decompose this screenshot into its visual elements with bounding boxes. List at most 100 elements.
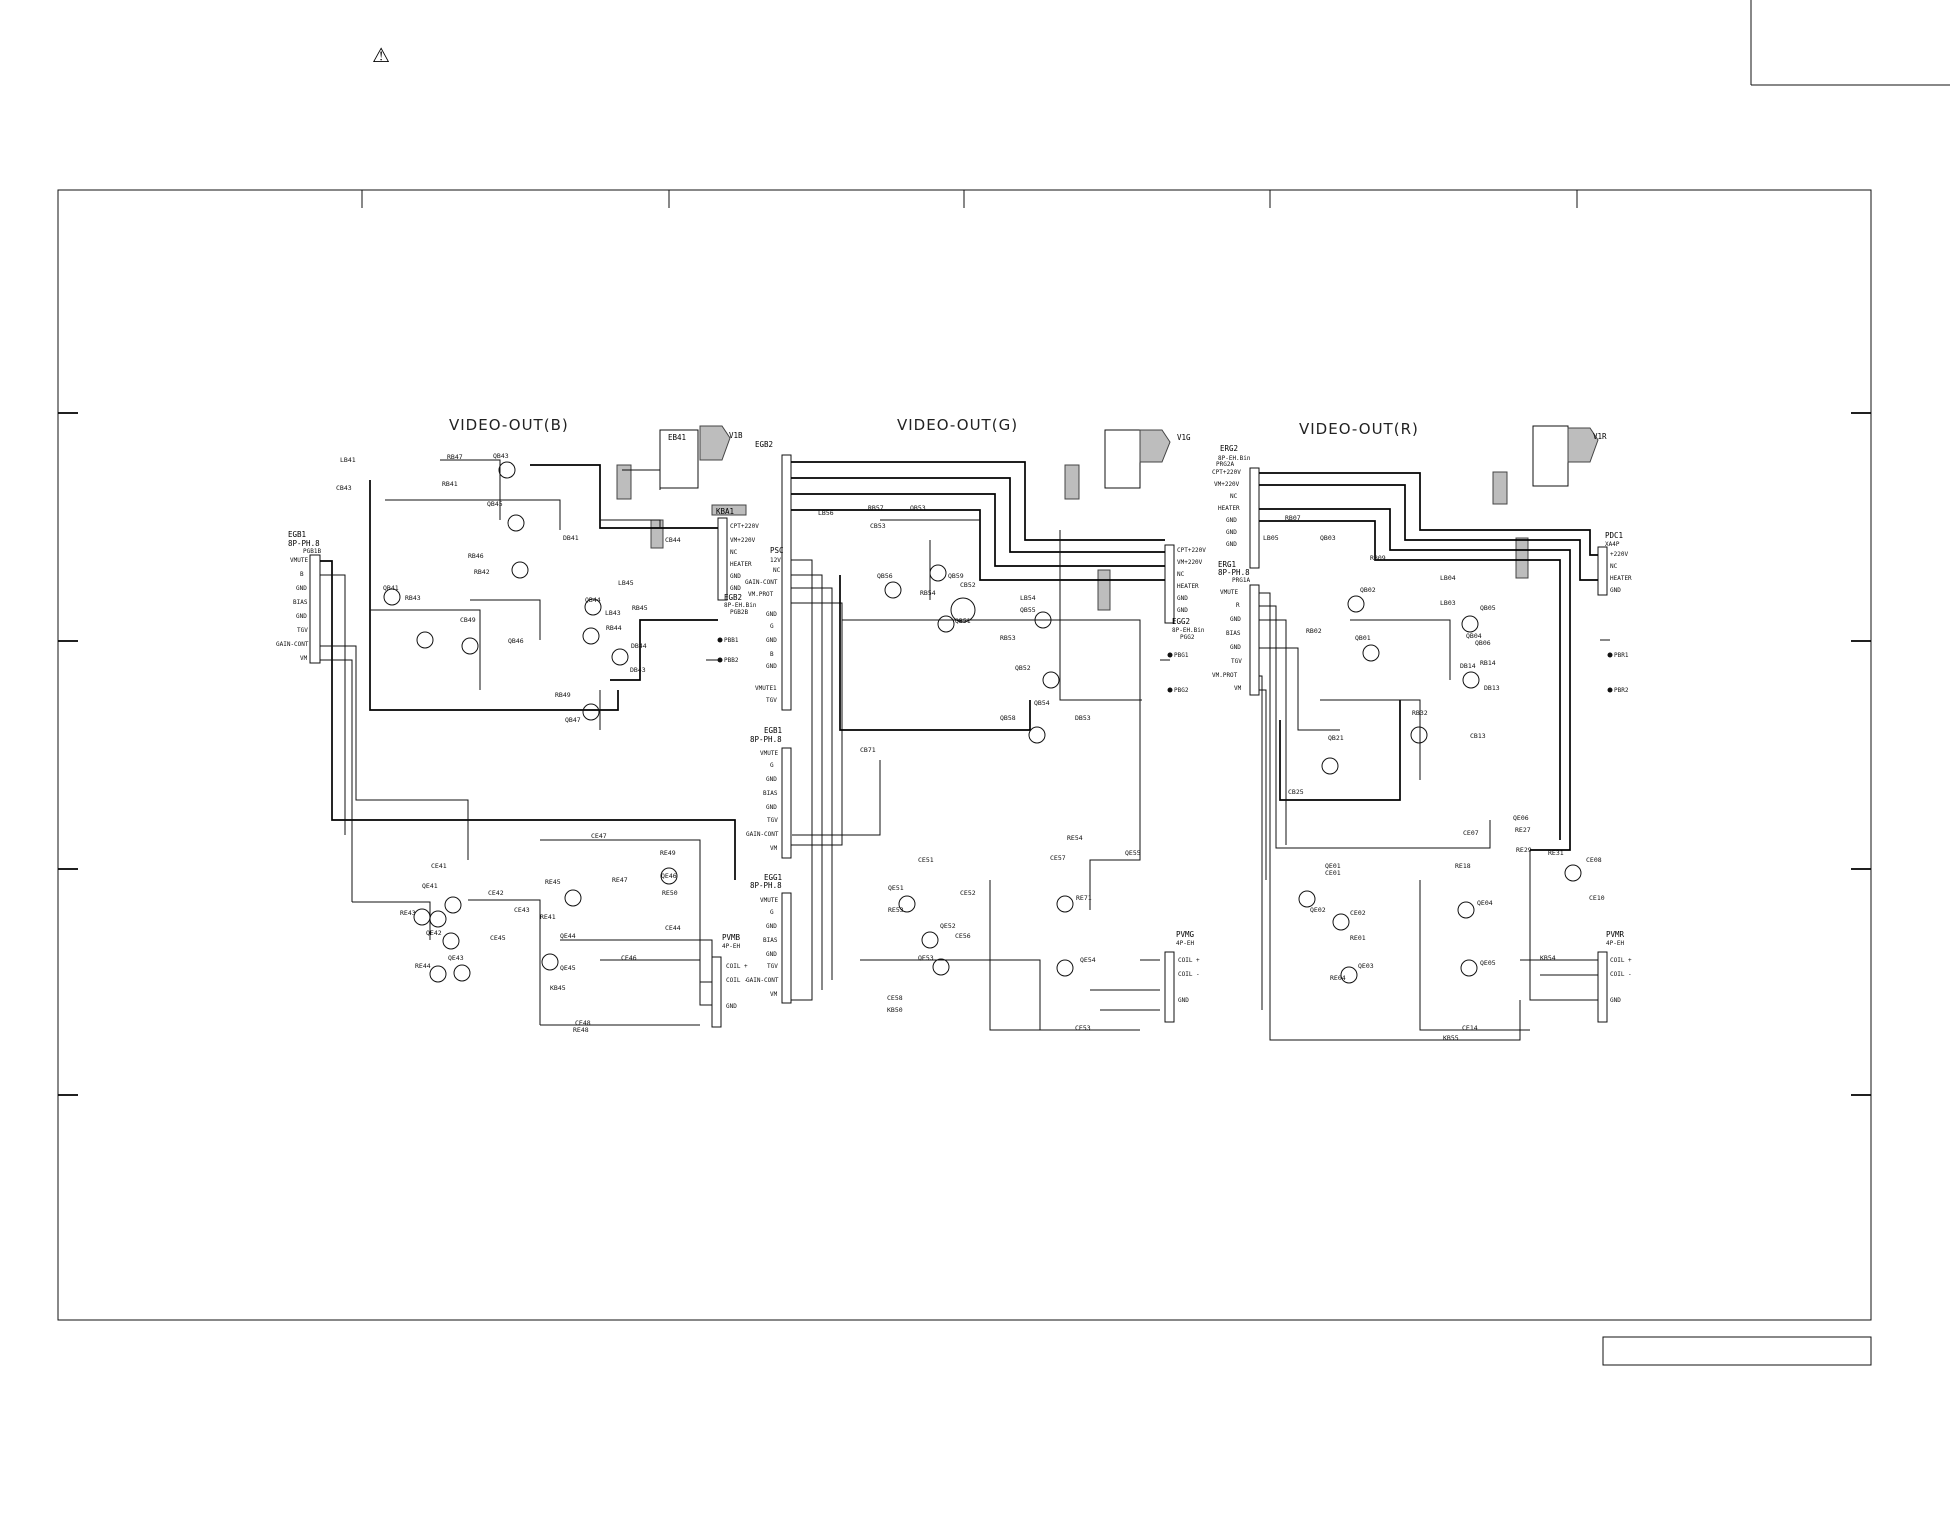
pin-label: VMUTE (290, 557, 308, 564)
svg-text:CE52: CE52 (960, 889, 976, 897)
pin-label: GAIN-CONT (746, 831, 779, 838)
svg-text:CE08: CE08 (1586, 856, 1602, 864)
connector-ref-erg2: ERG2 (1220, 444, 1238, 453)
connector-body-egb2-b (717, 517, 728, 601)
svg-text:QB56: QB56 (877, 572, 893, 580)
connector-ref-erg1: ERG1 (1218, 560, 1236, 569)
spark-gap-b2 (650, 519, 664, 549)
socket-v1g (1104, 429, 1141, 489)
svg-text:CE02: CE02 (1350, 909, 1366, 917)
connector-ref-egg2: EGG2 (1172, 617, 1190, 626)
svg-text:QE41: QE41 (422, 882, 438, 890)
connector-type-egb2-b: 8P-EH.Bin (724, 602, 757, 609)
pin-label: CPT+220V (730, 523, 759, 530)
svg-text:QB04: QB04 (1466, 632, 1482, 640)
pin-label: HEATER (1610, 575, 1632, 582)
pin-label: GND (1226, 541, 1237, 548)
svg-text:RE27: RE27 (1515, 826, 1531, 834)
section-r: ERG2 8P-EH.Bin PRG2A CPT+220V VM+220V NC… (1212, 425, 1632, 1042)
pin-label: GAIN-CONT (746, 977, 779, 984)
connector-type-erg1: 8P-PH.8 (1218, 568, 1250, 577)
svg-text:CE57: CE57 (1050, 854, 1066, 862)
svg-text:QB47: QB47 (565, 716, 581, 724)
svg-text:RE18: RE18 (1455, 862, 1471, 870)
pin-label: GND (766, 776, 777, 783)
connector-body-pvmg (1164, 951, 1175, 1023)
test-point-pbg2 (1167, 687, 1173, 693)
pin-label: BIAS (293, 599, 308, 606)
svg-text:QB53: QB53 (910, 504, 926, 512)
pin-label: VM (770, 845, 778, 852)
pin-label: GND (1226, 517, 1237, 524)
warning-icon: ⚠ (372, 43, 390, 67)
svg-text:CB43: CB43 (336, 484, 352, 492)
svg-text:RE44: RE44 (415, 962, 431, 970)
pin-label: COIL + (726, 963, 748, 970)
connector-body-egg1 (781, 892, 792, 1004)
svg-text:RB46: RB46 (468, 552, 484, 560)
spark-gap-g2 (1097, 569, 1111, 611)
svg-text:LB45: LB45 (618, 579, 634, 587)
pin-label: VMUTE (760, 897, 778, 904)
pin-label: +220V (1610, 551, 1628, 558)
connector-ref-egg1: EGG1 (764, 873, 782, 882)
pin-label: VM (770, 991, 778, 998)
kba1-tag (711, 504, 747, 516)
connector-type-egg1: 8P-PH.8 (750, 881, 782, 890)
section-title-g: VIDEO-OUT(G) (897, 416, 1018, 434)
svg-text:KB50: KB50 (887, 1006, 903, 1014)
label-v1g: V1G (1177, 433, 1191, 442)
svg-text:QB51: QB51 (955, 617, 971, 625)
connector-body-psc (781, 454, 792, 711)
pin-label: CPT+220V (1177, 547, 1206, 554)
connector-ref-egb2-g: EGB2 (755, 440, 773, 449)
svg-text:LB05: LB05 (1263, 534, 1279, 542)
psc-pin: G (770, 623, 774, 630)
connector-body-erg1 (1249, 584, 1260, 696)
svg-text:QE45: QE45 (560, 964, 576, 972)
pin-label: GND (296, 613, 307, 620)
spark-gap-r2 (1515, 537, 1529, 579)
connector-type-erg2: 8P-EH.Bin (1218, 455, 1251, 462)
pin-label: GAIN-CONT (276, 641, 309, 648)
pin-label: GND (1178, 997, 1189, 1004)
spark-gap-g (1064, 464, 1080, 500)
label-pbb1: PBB1 (724, 637, 739, 644)
svg-text:QE43: QE43 (448, 954, 464, 962)
connector-part-erg1: PRG1A (1232, 577, 1250, 584)
connector-type-egg2: 8P-EH.Bin (1172, 627, 1205, 634)
socket-v1r (1532, 425, 1569, 487)
connector-type-pvmg: 4P-EH (1176, 940, 1194, 947)
connector-body-egb1 (309, 554, 321, 664)
svg-text:RE29: RE29 (1516, 846, 1532, 854)
svg-text:RB07: RB07 (1285, 514, 1301, 522)
svg-text:RE41: RE41 (540, 913, 556, 921)
svg-text:QB59: QB59 (948, 572, 964, 580)
svg-text:CE07: CE07 (1463, 829, 1479, 837)
spark-gap-b (616, 464, 632, 500)
svg-text:QB21: QB21 (1328, 734, 1344, 742)
connector-ref-eb41: EB41 (668, 433, 686, 442)
connector-ref-egb1: EGB1 (288, 530, 306, 539)
svg-text:CE43: CE43 (514, 906, 530, 914)
pin-label: NC (1177, 571, 1185, 578)
pin-label: BIAS (763, 790, 778, 797)
pin-label: TGV (1231, 658, 1242, 665)
svg-text:DB53: DB53 (1075, 714, 1091, 722)
svg-text:CE01: CE01 (1325, 869, 1341, 877)
title-block (1602, 1336, 1872, 1366)
svg-text:LB56: LB56 (818, 509, 834, 517)
pin-label: R (1236, 602, 1240, 609)
pin-label: COIL - (1610, 971, 1632, 978)
pin-label: COIL - (726, 977, 748, 984)
svg-text:RB32: RB32 (1412, 709, 1428, 717)
svg-text:RB44: RB44 (606, 624, 622, 632)
svg-text:QE03: QE03 (1358, 962, 1374, 970)
connector-body-erg2 (1249, 467, 1260, 569)
psc-pin: B (770, 651, 774, 658)
pin-label: HEATER (1218, 505, 1240, 512)
svg-text:CE58: CE58 (887, 994, 903, 1002)
pin-label: VM+220V (730, 537, 756, 544)
pin-label: GND (1230, 616, 1241, 623)
component-labels-r: LB05 RB07 QB03 QB02 RB09 RB02 QB01 LB04 … (1263, 514, 1605, 1042)
